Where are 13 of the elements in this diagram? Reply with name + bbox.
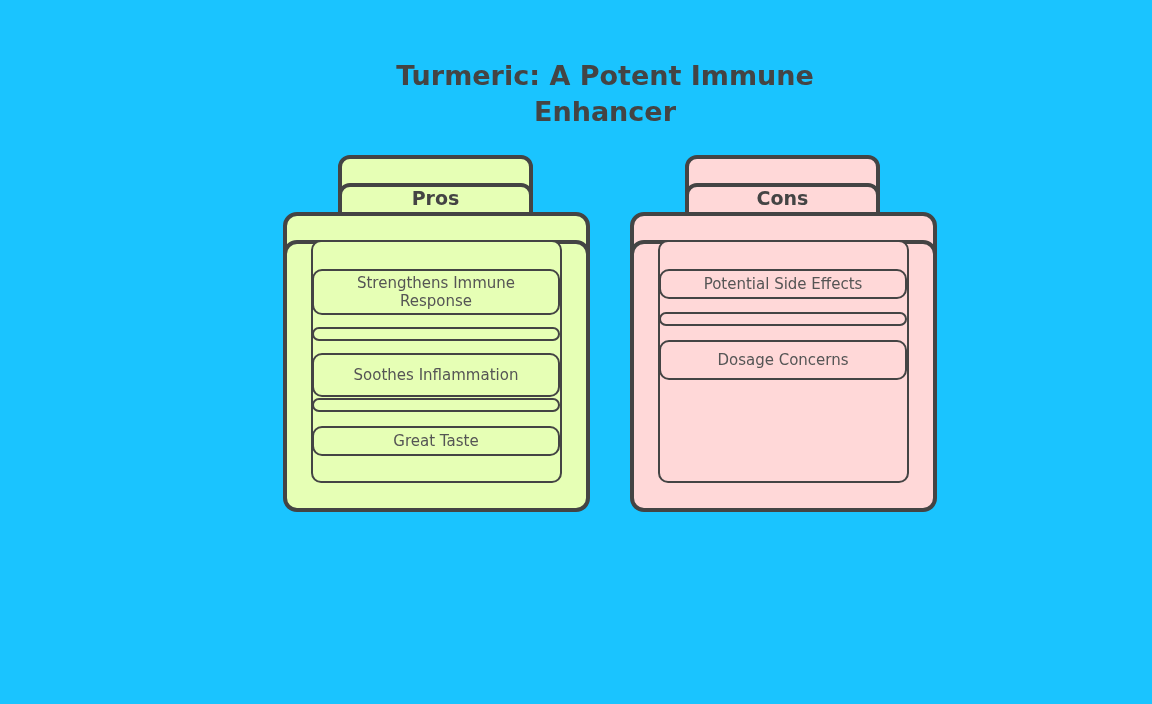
- list-item: Strengthens Immune Response: [312, 269, 560, 315]
- panel-heading: Pros: [410, 186, 461, 210]
- list-item: Soothes Inflammation: [312, 353, 560, 397]
- divider-bar: [312, 327, 560, 341]
- diagram-title: Turmeric: A Potent Immune Enhancer: [395, 59, 815, 129]
- divider-bar: [312, 398, 560, 412]
- list-item: Great Taste: [312, 426, 560, 456]
- category-panel: [283, 155, 590, 512]
- list-item: Potential Side Effects: [659, 269, 907, 299]
- category-panel: [630, 155, 937, 512]
- divider-bar: [659, 312, 907, 326]
- list-item: Dosage Concerns: [659, 340, 907, 380]
- panel-heading: Cons: [755, 186, 810, 210]
